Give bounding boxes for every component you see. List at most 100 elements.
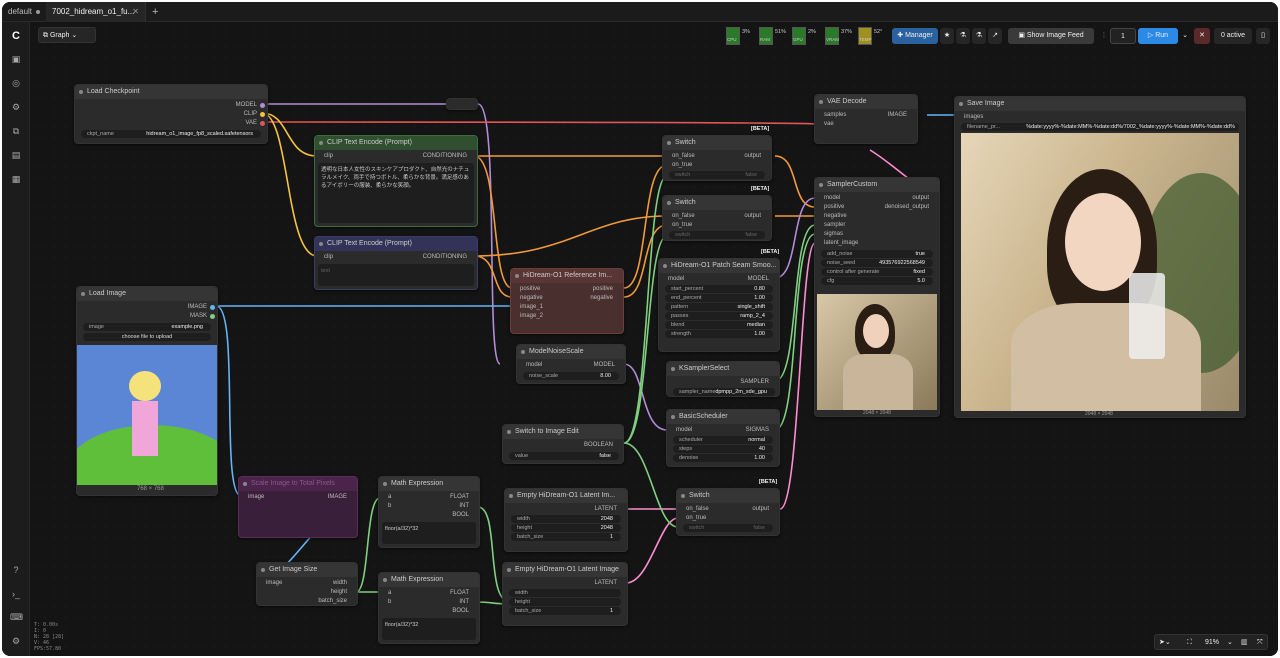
expression-textarea[interactable]: floor(a/32)*32	[382, 522, 476, 544]
widget-row[interactable]: height	[509, 598, 621, 606]
node-scale-image[interactable]: Scale Image to Total Pixels image IMAGE	[238, 476, 358, 538]
node-math-2[interactable]: Math Expression a b FLOAT INT BOOL floor…	[378, 572, 480, 644]
active-queue-button[interactable]: 0 active	[1214, 28, 1252, 44]
queue-count-input[interactable]: 1	[1110, 28, 1136, 44]
node-load-checkpoint[interactable]: Load Checkpoint MODEL CLIP VAE ckpt_name…	[74, 84, 268, 144]
queue-icon[interactable]: ▤	[11, 150, 21, 160]
run-button[interactable]: ▷ Run	[1138, 28, 1178, 44]
terminal-icon[interactable]: ›_	[11, 589, 20, 599]
graph-menu-button[interactable]: ⧉ Graph ⌄	[38, 27, 96, 43]
zoom-level[interactable]: 91%	[1205, 639, 1220, 646]
pin[interactable]	[210, 305, 215, 310]
comfy-logo-icon[interactable]: C	[12, 30, 20, 42]
node-reference[interactable]: HiDream-O1 Reference Im... positive nega…	[510, 268, 624, 334]
close-icon[interactable]: ✕	[132, 7, 139, 16]
widget-row[interactable]: width	[509, 589, 621, 597]
node-save-image[interactable]: Save Image images filename_pr...%date:yy…	[954, 96, 1246, 418]
pin[interactable]	[260, 121, 265, 126]
pin[interactable]	[210, 314, 215, 319]
star-icon[interactable]: ★	[940, 28, 954, 44]
share-icon[interactable]: ↗	[988, 28, 1002, 44]
workflows-icon[interactable]: ⧉	[12, 126, 20, 136]
upload-button[interactable]: choose file to upload	[83, 333, 211, 341]
manager-button[interactable]: ✚ Manager	[892, 28, 938, 44]
new-tab-icon[interactable]: +	[152, 6, 159, 18]
pin[interactable]	[260, 112, 265, 117]
settings-icon[interactable]: ⚙	[11, 636, 21, 646]
show-image-feed-button[interactable]: ▣ Show Image Feed	[1008, 28, 1094, 44]
node-title: KSamplerSelect	[667, 362, 779, 376]
models-icon[interactable]: ◎	[12, 78, 20, 88]
run-options-icon[interactable]: ⌄	[1182, 32, 1188, 39]
node-clip-positive[interactable]: CLIP Text Encode (Prompt) clip CONDITION…	[314, 135, 478, 227]
pointer-icon[interactable]: ➤⌄	[1159, 639, 1171, 646]
prompt-textarea[interactable]: 透明な日本人女性のスキンケアプロダクト、自然光のナチュラルメイク、両手で持つボト…	[318, 163, 474, 223]
widget-value: 1.00	[754, 455, 765, 461]
minimap-icon[interactable]: ▥	[1241, 639, 1248, 646]
pin[interactable]	[260, 103, 265, 108]
prompt-textarea[interactable]: text	[318, 264, 474, 286]
tab-default[interactable]: default	[2, 2, 46, 22]
reroute-node[interactable]	[446, 98, 478, 110]
graph-canvas[interactable]: Load Checkpoint MODEL CLIP VAE ckpt_name…	[30, 22, 1278, 656]
node-empty-latent-2[interactable]: Empty HiDream-O1 Latent Image LATENT wid…	[502, 562, 628, 626]
link-visibility-icon[interactable]: ⤧	[1257, 639, 1263, 646]
panel-toggle-icon[interactable]: ▯	[1256, 28, 1270, 44]
nodes-icon[interactable]: ⚙	[11, 102, 21, 112]
tab-workflow[interactable]: 7002_hidream_o1_fu...✕	[46, 2, 146, 22]
drag-handle-icon[interactable]: ⋮	[1100, 32, 1108, 39]
images-icon[interactable]: ▣	[11, 54, 21, 64]
templates-icon[interactable]: ▦	[11, 174, 21, 184]
node-math-1[interactable]: Math Expression a b FLOAT INT BOOL floor…	[378, 476, 480, 548]
help-icon[interactable]: ?	[13, 565, 19, 575]
node-get-image-size[interactable]: Get Image Size image width height batch_…	[256, 562, 358, 606]
node-patch-seam[interactable]: HiDream-O1 Patch Seam Smoo... model MODE…	[658, 258, 780, 352]
filename-prefix-widget[interactable]: filename_pr...%date:yyyy%-%date:MM%-%dat…	[961, 123, 1239, 131]
cancel-icon[interactable]: ✕	[1194, 28, 1210, 44]
node-vae-decode[interactable]: VAE Decode samples vae IMAGE	[814, 94, 918, 144]
zoom-chevron-icon[interactable]: ⌄	[1227, 639, 1233, 646]
beaker-icon[interactable]: ⚗	[972, 28, 986, 44]
keyboard-icon[interactable]: ⌨	[10, 612, 23, 622]
node-clip-negative[interactable]: CLIP Text Encode (Prompt) clip CONDITION…	[314, 236, 478, 290]
node-empty-latent-1[interactable]: Empty HiDream-O1 Latent Im... LATENT wid…	[504, 488, 628, 552]
expression-textarea[interactable]: floor(a/32)*32	[382, 618, 476, 640]
fit-view-icon[interactable]: ⛶	[1187, 639, 1192, 646]
flask-icon[interactable]: ⚗	[956, 28, 970, 44]
widget-label: blend	[671, 322, 685, 328]
